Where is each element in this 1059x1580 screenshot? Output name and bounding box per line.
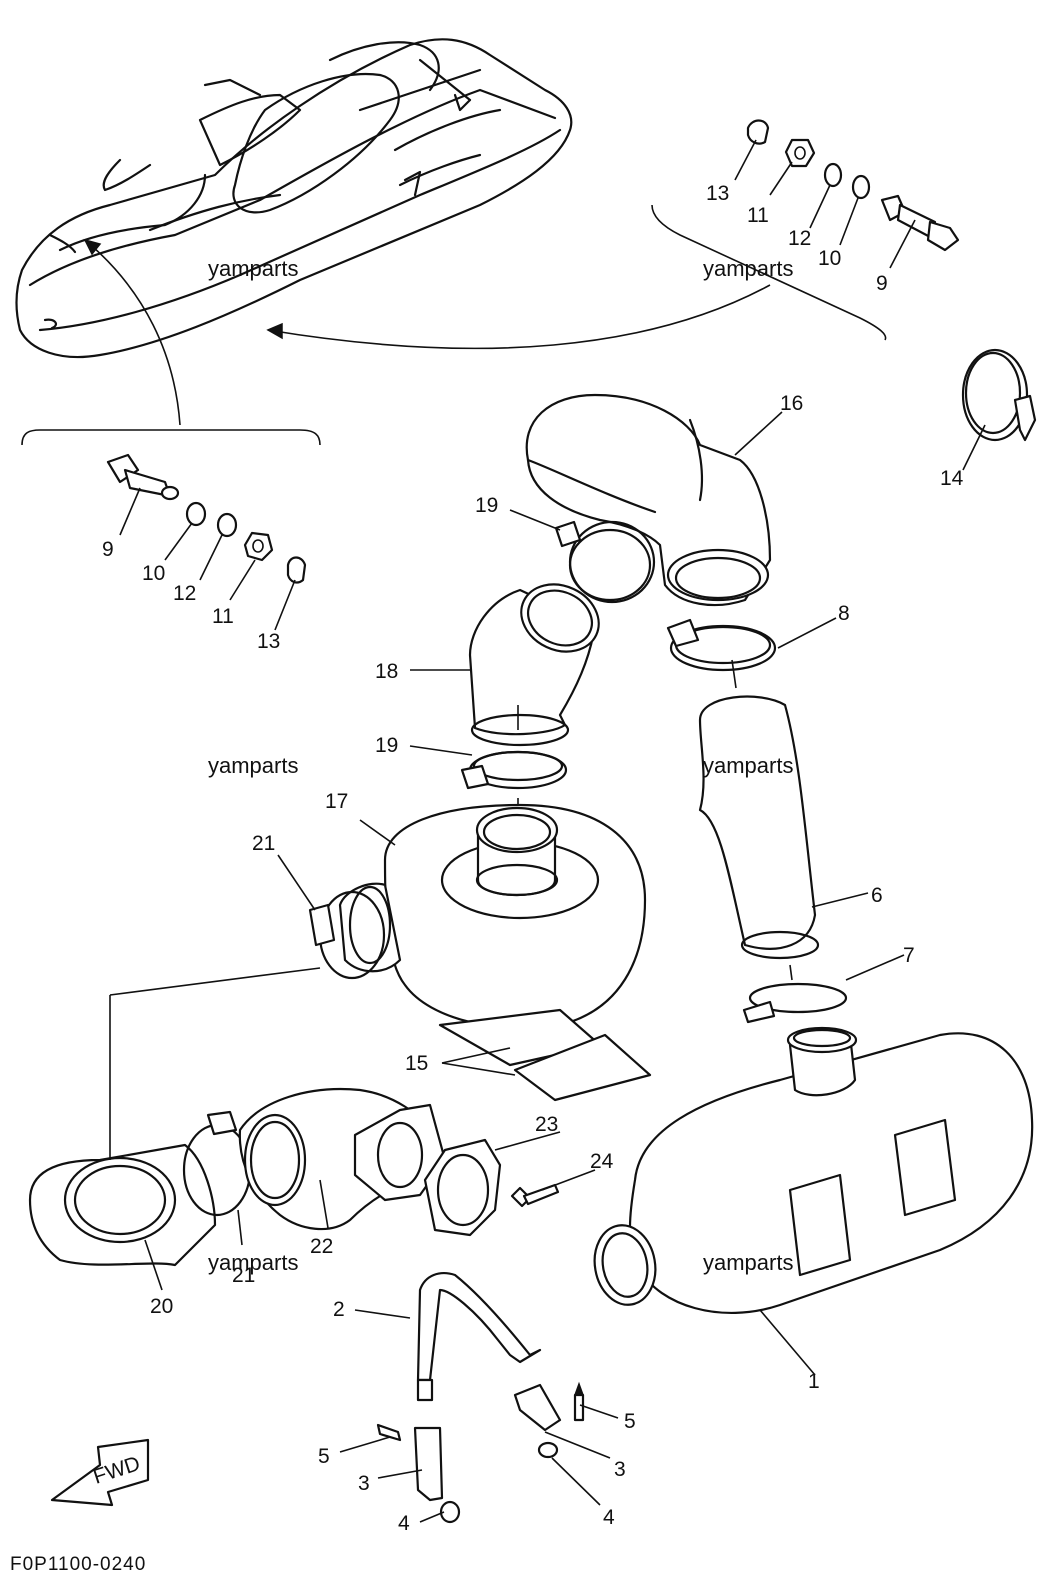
diagram-code: F0P1100-0240 — [10, 1554, 146, 1575]
group-bracket-right — [651, 204, 887, 341]
watermark-text: yamparts — [703, 753, 793, 778]
callout-5-right: 5 — [624, 1410, 636, 1433]
bolt-24 — [510, 1183, 560, 1208]
callout-7: 7 — [903, 944, 915, 967]
hose-clamp-14 — [961, 348, 1037, 442]
callout-23: 23 — [535, 1113, 558, 1136]
watermarks: yamparts yamparts yamparts yamparts yamp… — [208, 256, 793, 1275]
callout-3-left: 3 — [358, 1472, 370, 1495]
clip-13-left — [286, 556, 307, 584]
hose-20 — [28, 967, 321, 1267]
callout-17: 17 — [325, 790, 348, 813]
washer-12-left — [216, 512, 238, 538]
arrow-head-icon — [83, 238, 102, 256]
watermark-text: yamparts — [703, 1250, 793, 1275]
callout-16: 16 — [780, 392, 803, 415]
hose-elbow-16 — [525, 393, 772, 607]
hose-6 — [698, 659, 820, 960]
hose-clamp-19-lower — [460, 750, 568, 790]
hose-clamp-21-upper — [308, 890, 386, 980]
callout-3-right: 3 — [614, 1458, 626, 1481]
nut-11-left — [243, 531, 274, 562]
gasket-23 — [423, 1138, 502, 1237]
screw-5-left — [376, 1423, 402, 1442]
washer-4-left — [439, 1500, 461, 1524]
pointer-arrow-left — [84, 239, 181, 426]
arrow-head-icon — [266, 322, 283, 340]
callout-19-lower: 19 — [375, 734, 398, 757]
callout-9-left: 9 — [102, 538, 114, 561]
callout-10-left: 10 — [142, 562, 165, 585]
callout-12-left: 12 — [173, 582, 196, 605]
bolt-9-right — [880, 194, 960, 252]
group-bracket-left — [21, 429, 321, 446]
hose-elbow-18 — [468, 583, 600, 747]
muffler-1 — [593, 1026, 1034, 1314]
strap-2 — [416, 1272, 542, 1402]
washer-12-right — [823, 162, 843, 188]
callout-11-left: 11 — [212, 605, 234, 628]
callout-22: 22 — [310, 1235, 333, 1258]
hose-clamp-19-upper — [554, 520, 656, 604]
callout-15: 15 — [405, 1052, 428, 1075]
callout-4-right: 4 — [603, 1506, 615, 1529]
callout-18: 18 — [375, 660, 398, 683]
bracket-3-left — [413, 1426, 444, 1502]
callout-14: 14 — [940, 467, 964, 490]
washer-4-right — [537, 1441, 559, 1459]
watermark-text: yamparts — [703, 256, 793, 281]
washer-10-right — [851, 174, 871, 200]
clip-13-right — [746, 119, 770, 145]
callout-5-left: 5 — [318, 1445, 330, 1468]
forward-arrow-icon: FWD — [50, 1438, 150, 1507]
callout-6: 6 — [871, 884, 883, 907]
callout-1: 1 — [808, 1370, 820, 1393]
water-lock-17 — [338, 803, 647, 1030]
callout-24: 24 — [590, 1150, 614, 1173]
bolt-9-left — [106, 453, 180, 501]
callout-numbers: 13 11 12 10 9 9 10 12 11 13 14 16 19 8 1… — [102, 182, 964, 1535]
watermark-text: yamparts — [208, 753, 298, 778]
callout-19-upper: 19 — [475, 494, 498, 517]
callout-2: 2 — [333, 1298, 345, 1321]
callout-21-lower: 21 — [232, 1264, 255, 1287]
callout-13-right: 13 — [706, 182, 729, 205]
callout-12-right: 12 — [788, 227, 811, 250]
pointer-arrow-right — [267, 284, 771, 350]
watermark-text: yamparts — [208, 256, 298, 281]
callout-9-right: 9 — [876, 272, 888, 295]
leader-lines — [119, 139, 986, 1523]
exhaust-elbow-22 — [238, 1088, 447, 1231]
hose-clamp-7 — [742, 964, 848, 1024]
nut-11-right — [784, 138, 816, 168]
bracket-3-right — [513, 1383, 562, 1432]
watermark-text: yamparts — [208, 1250, 298, 1275]
watercraft-illustration — [15, 38, 573, 359]
hose-clamp-8 — [666, 618, 777, 672]
screw-5-right — [573, 1381, 585, 1422]
callout-20: 20 — [150, 1295, 173, 1318]
callout-13-left: 13 — [257, 630, 280, 653]
callout-8: 8 — [838, 602, 850, 625]
rubber-plates-15 — [438, 1008, 652, 1102]
callout-21-upper: 21 — [252, 832, 275, 855]
washer-10-left — [185, 501, 207, 527]
callout-4-left: 4 — [398, 1512, 410, 1535]
callout-11-right: 11 — [747, 204, 769, 227]
callout-10-right: 10 — [818, 247, 841, 270]
